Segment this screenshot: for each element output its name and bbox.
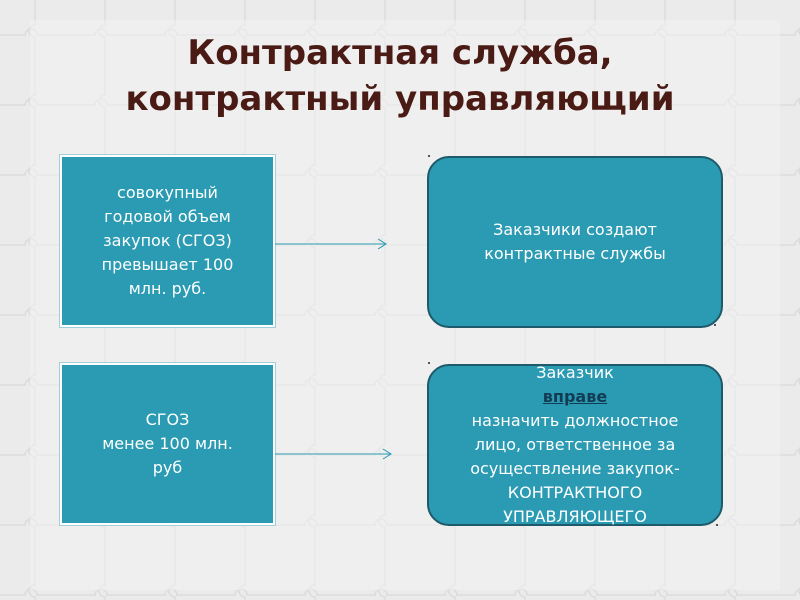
box-line: руб bbox=[152, 458, 183, 477]
box-line: совокупный bbox=[117, 183, 218, 202]
box-line: превышает 100 bbox=[101, 255, 234, 274]
arrow-right-icon bbox=[275, 448, 392, 460]
result-box-contract-services: Заказчики создают контрактные службы bbox=[427, 156, 723, 328]
box-line: УПРАВЛЯЮЩЕГО bbox=[503, 507, 647, 526]
emphasis-text: вправе bbox=[542, 387, 608, 406]
box-line: лицо, ответственное за bbox=[474, 435, 676, 454]
box-line: КОНТРАКТНОГО bbox=[507, 483, 643, 502]
corner-dot bbox=[428, 155, 430, 157]
box-line: Заказчики создают bbox=[493, 220, 657, 239]
box-line: менее 100 млн. bbox=[102, 434, 233, 453]
arrow-right-icon bbox=[275, 238, 387, 250]
title-line-1: Контрактная служба, bbox=[187, 33, 613, 73]
box-line-prefix: Заказчик bbox=[536, 363, 614, 382]
condition-box-over-100m-text: совокупный годовой объем закупок (СГОЗ) … bbox=[92, 181, 244, 301]
condition-box-under-100m: СГОЗ менее 100 млн. руб bbox=[60, 363, 275, 525]
result-box-contract-manager-text: Заказчик вправе назначить должностное ли… bbox=[460, 361, 690, 529]
title-line-2: контрактный управляющий bbox=[125, 79, 675, 119]
condition-box-over-100m: совокупный годовой объем закупок (СГОЗ) … bbox=[60, 155, 275, 327]
box-line: контрактные службы bbox=[484, 244, 666, 263]
slide-title: Контрактная служба, контрактный управляю… bbox=[0, 30, 800, 122]
condition-box-under-100m-text: СГОЗ менее 100 млн. руб bbox=[92, 408, 243, 480]
corner-dot bbox=[714, 324, 716, 326]
box-line: осуществление закупок- bbox=[470, 459, 680, 478]
corner-dot bbox=[428, 362, 430, 364]
box-line: млн. руб. bbox=[128, 279, 207, 298]
result-box-contract-services-text: Заказчики создают контрактные службы bbox=[474, 218, 676, 266]
box-line: годовой объем bbox=[104, 207, 231, 226]
box-line: СГОЗ bbox=[145, 410, 190, 429]
corner-dot bbox=[716, 524, 718, 526]
result-box-contract-manager: Заказчик вправе назначить должностное ли… bbox=[427, 361, 723, 529]
box-line: Заказчик вправе bbox=[470, 361, 680, 409]
box-line: закупок (СГОЗ) bbox=[103, 231, 232, 250]
box-line: назначить должностное bbox=[471, 411, 679, 430]
